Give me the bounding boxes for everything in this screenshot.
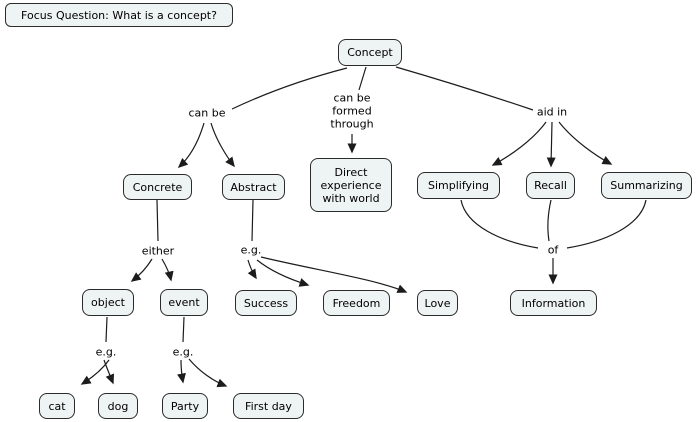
edge-can-be-abstract: [210, 122, 235, 168]
link-label-eg-event[interactable]: e.g.: [172, 345, 194, 359]
edge-simplifying-of: [460, 199, 539, 249]
node-summarizing[interactable]: Summarizing: [601, 172, 692, 199]
link-label-eg-abstract[interactable]: e.g.: [240, 243, 262, 257]
link-label-can-be-formed-through[interactable]: can be formed through: [330, 91, 374, 131]
edge-can-be-concrete: [177, 122, 205, 169]
edge-concept-can-be: [231, 67, 348, 110]
edge-eg-firstday: [188, 358, 228, 388]
node-recall[interactable]: Recall: [526, 172, 575, 199]
edge-concept-aid-in: [395, 66, 534, 111]
node-party[interactable]: Party: [162, 393, 208, 419]
node-information[interactable]: Information: [510, 290, 597, 316]
edge-event-eg: [182, 316, 185, 343]
node-direct-experience[interactable]: Direct experience with world: [310, 158, 392, 212]
link-label-eg-object[interactable]: e.g.: [95, 345, 117, 359]
link-label-can-be[interactable]: can be: [188, 106, 226, 120]
node-object[interactable]: object: [82, 289, 134, 316]
link-label-either[interactable]: either: [141, 244, 175, 258]
edge-recall-of: [547, 199, 552, 242]
edge-concrete-either: [156, 199, 159, 242]
edge-summarizing-of: [566, 199, 647, 249]
edge-eg-freedom: [256, 259, 310, 287]
node-first-day[interactable]: First day: [233, 393, 304, 419]
edge-aid-in-summarizing: [558, 121, 613, 165]
edge-abstract-eg: [251, 199, 254, 242]
focus-question-box[interactable]: Focus Question: What is a concept?: [5, 3, 233, 27]
node-cat[interactable]: cat: [39, 393, 75, 419]
node-concept[interactable]: Concept: [338, 39, 402, 66]
edge-eg-success: [247, 259, 257, 280]
node-love[interactable]: Love: [417, 290, 458, 316]
edge-eg-cat: [80, 359, 110, 385]
edge-eg-party: [177, 359, 186, 384]
edge-eg-love: [260, 256, 408, 293]
link-label-aid-in[interactable]: aid in: [536, 105, 568, 119]
edge-either-object: [130, 258, 153, 282]
node-abstract[interactable]: Abstract: [222, 174, 285, 200]
edge-aid-in-simplifying: [491, 121, 547, 166]
node-dog[interactable]: dog: [98, 393, 138, 419]
edge-aid-in-recall: [546, 121, 556, 168]
node-concrete[interactable]: Concrete: [123, 174, 192, 200]
link-label-of[interactable]: of: [547, 243, 559, 257]
node-event[interactable]: event: [160, 289, 208, 316]
node-success[interactable]: Success: [235, 290, 297, 316]
edge-either-event: [161, 258, 174, 282]
node-simplifying[interactable]: Simplifying: [417, 172, 500, 199]
edge-concept-formed-through: [358, 66, 367, 91]
edge-eg-dog: [103, 359, 115, 385]
node-freedom[interactable]: Freedom: [323, 290, 390, 316]
edge-object-eg: [105, 316, 108, 343]
